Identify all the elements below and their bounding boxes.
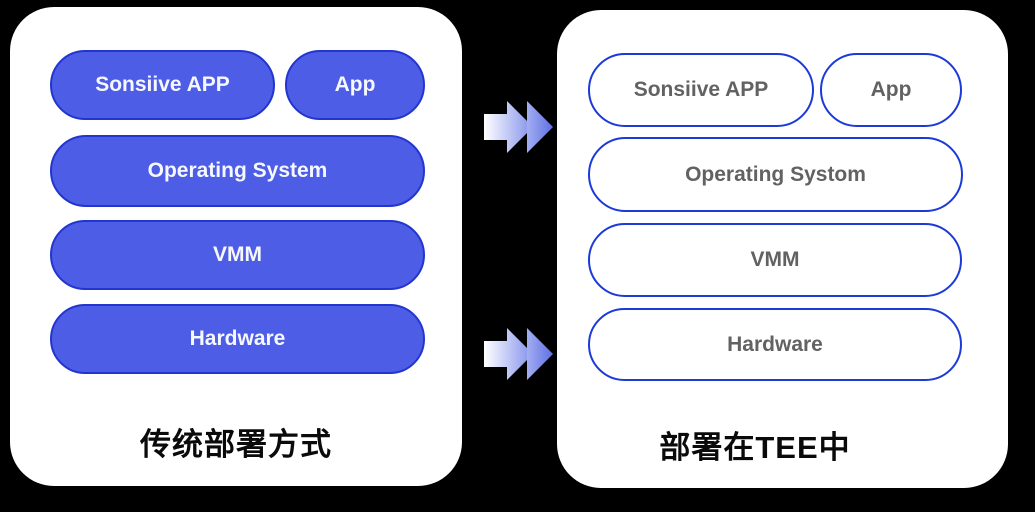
panel-traditional-deployment: Sonsiive APP App Operating System VMM Ha… xyxy=(10,7,462,486)
pill-operating-system-label: Operating Systom xyxy=(685,162,866,186)
pill-vmm: VMM xyxy=(50,220,425,290)
pill-vmm: VMM xyxy=(588,223,962,297)
pill-hardware-label: Hardware xyxy=(189,327,286,350)
pill-hardware-label: Hardware xyxy=(727,332,823,356)
pill-app-label: App xyxy=(334,73,376,96)
pill-hardware: Hardware xyxy=(50,304,425,374)
double-arrow-icon xyxy=(484,328,553,380)
panel-tee-deployment: Sonsiive APP App Operating Systom VMM Ha… xyxy=(557,10,1008,488)
pill-sonsiive-app-label: Sonsiive APP xyxy=(95,73,230,96)
pill-app: App xyxy=(820,53,962,127)
pill-sonsiive-app: Sonsiive APP xyxy=(50,50,275,120)
pill-operating-system-label: Operating System xyxy=(147,159,328,182)
pill-operating-system: Operating Systom xyxy=(588,137,963,212)
caption-traditional: 传统部署方式 xyxy=(140,427,332,462)
pill-vmm-label: VMM xyxy=(750,248,800,271)
pill-app: App xyxy=(285,50,425,120)
pill-hardware: Hardware xyxy=(588,308,962,381)
pill-sonsiive-app: Sonsiive APP xyxy=(588,53,814,127)
double-arrow-icon xyxy=(484,101,553,153)
caption-tee: 部署在TEE中 xyxy=(659,430,851,465)
pill-operating-system: Operating System xyxy=(50,135,425,207)
pill-app-label: App xyxy=(870,78,912,101)
pill-sonsiive-app-label: Sonsiive APP xyxy=(633,78,769,101)
pill-vmm-label: VMM xyxy=(213,243,262,266)
